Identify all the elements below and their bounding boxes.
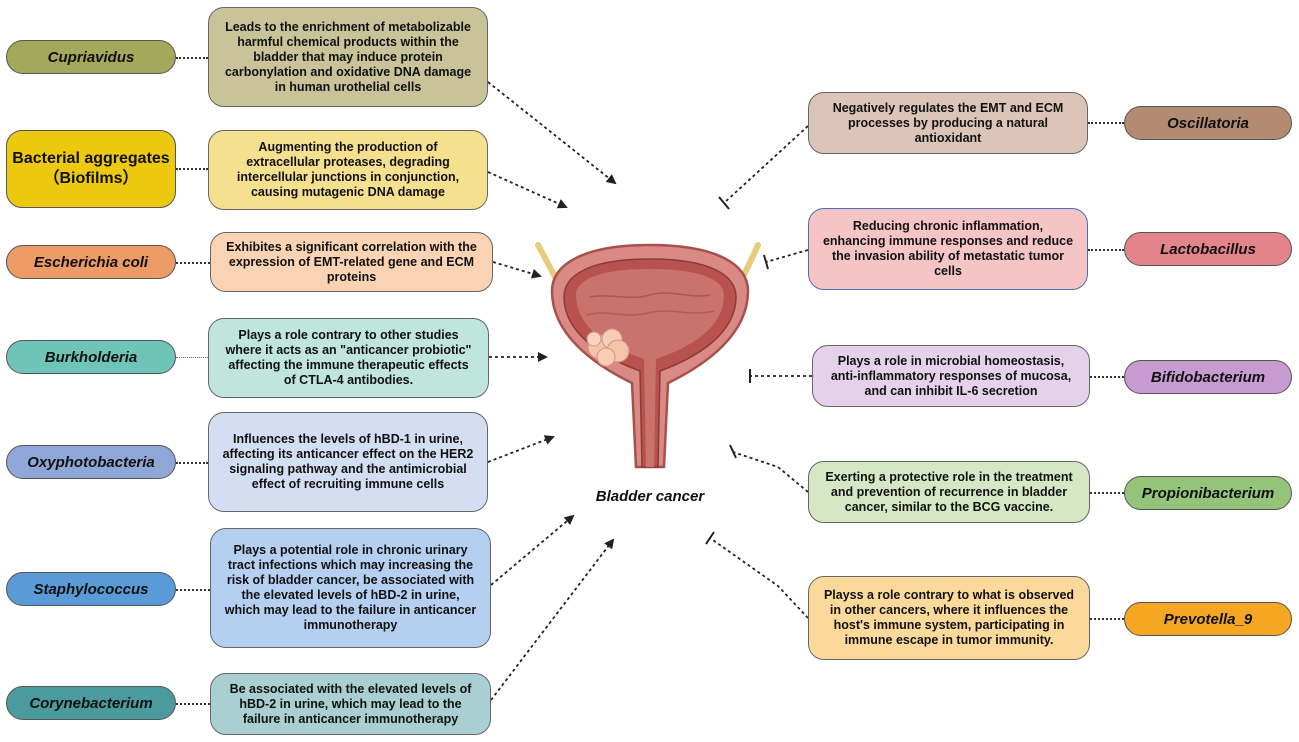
pill-propionibacterium: Propionibacterium <box>1124 476 1292 510</box>
pill-label: Cupriavidus <box>47 48 135 66</box>
box-oscillatoria: Negatively regulates the EMT and ECM pro… <box>808 92 1088 154</box>
pill-bifidobacterium: Bifidobacterium <box>1124 360 1292 394</box>
box-bifidobacterium: Plays a role in microbial homeostasis, a… <box>812 345 1090 407</box>
tumor-icon <box>586 328 630 367</box>
dotted-connector <box>176 262 210 264</box>
box-text: Augmenting the production of extracellul… <box>236 140 460 199</box>
box-text: Plays a potential role in chronic urinar… <box>224 543 477 632</box>
pill-label: Escherichia coli <box>33 253 149 271</box>
box-text: Playss a role contrary to what is observ… <box>823 588 1075 647</box>
pill-escherichia-coli: Escherichia coli <box>6 245 176 279</box>
pill-label: Corynebacterium <box>29 694 153 712</box>
arrow-cupriavidus <box>487 81 617 185</box>
dotted-connector <box>176 168 208 170</box>
pill-oxyphotobacteria: Oxyphotobacteria <box>6 445 176 479</box>
box-text: Plays a role in microbial homeostasis, a… <box>830 353 1072 398</box>
pill-label: Staphylococcus <box>33 580 149 598</box>
dotted-connector <box>1090 492 1124 494</box>
bladder-cancer-label: Bladder cancer <box>595 488 705 505</box>
box-lactobacillus: Reducing chronic inflammation, enhancing… <box>808 208 1088 290</box>
bladder-illustration <box>535 242 761 469</box>
box-text: Influences the levels of hBD-1 in urine,… <box>222 432 474 491</box>
box-biofilms: Augmenting the production of extracellul… <box>208 130 488 210</box>
tbar-prevotella <box>705 531 715 545</box>
pill-label: Oscillatoria <box>1167 114 1249 132</box>
pill-lactobacillus: Lactobacillus <box>1124 232 1292 266</box>
box-propionibacterium: Exerting a protective role in the treatm… <box>808 461 1090 523</box>
pill-label: Bifidobacterium <box>1150 368 1266 386</box>
dotted-connector <box>1088 122 1124 124</box>
box-oxyphotobacteria: Influences the levels of hBD-1 in urine,… <box>208 412 488 512</box>
box-text: Be associated with the elevated levels o… <box>229 681 472 726</box>
pill-cupriavidus: Cupriavidus <box>6 40 176 74</box>
arrow-ecoli <box>492 261 542 279</box>
box-text: Exhibites a significant correlation with… <box>226 239 477 284</box>
box-text: Leads to the enrichment of metabolizable… <box>224 19 472 94</box>
box-cupriavidus: Leads to the enrichment of metabolizable… <box>208 7 488 107</box>
box-prevotella-9: Playss a role contrary to what is observ… <box>808 576 1090 660</box>
arrow-corynebacterium <box>490 538 615 701</box>
dotted-connector <box>176 589 210 591</box>
inhibit-prevotella <box>709 537 809 619</box>
dotted-connector <box>1090 618 1124 620</box>
dotted-connector <box>1090 376 1124 378</box>
box-staphylococcus: Plays a potential role in chronic urinar… <box>210 528 491 648</box>
pill-label: Burkholderia <box>44 348 138 366</box>
pill-staphylococcus: Staphylococcus <box>6 572 176 606</box>
dotted-connector <box>1088 249 1124 251</box>
pill-label: Lactobacillus <box>1160 240 1256 258</box>
tbar-lactobacillus <box>763 254 769 270</box>
dotted-connector <box>176 57 208 59</box>
arrow-biofilms <box>487 171 568 209</box>
box-corynebacterium: Be associated with the elevated levels o… <box>210 673 491 735</box>
pill-oscillatoria: Oscillatoria <box>1124 106 1292 140</box>
pill-label-line2: （Biofilms） <box>43 170 139 187</box>
tbar-oscillatoria <box>718 196 730 210</box>
inhibit-oscillatoria <box>723 125 809 204</box>
dotted-connector <box>176 357 208 358</box>
tbar-propionibacterium <box>729 444 737 459</box>
box-burkholderia: Plays a role contrary to other studies w… <box>208 318 489 398</box>
inhibit-lactobacillus <box>765 249 809 263</box>
pill-corynebacterium: Corynebacterium <box>6 686 176 720</box>
arrow-staphylococcus <box>490 514 575 586</box>
pill-biofilms: Bacterial aggregates （Biofilms） <box>6 130 176 208</box>
pill-label: Oxyphotobacteria <box>27 453 155 471</box>
inhibit-propionibacterium <box>732 451 809 493</box>
box-escherichia-coli: Exhibites a significant correlation with… <box>210 232 493 292</box>
box-text: Exerting a protective role in the treatm… <box>825 469 1073 514</box>
dotted-connector <box>176 462 208 464</box>
box-text: Plays a role contrary to other studies w… <box>225 328 472 387</box>
pill-prevotella-9: Prevotella_9 <box>1124 602 1292 636</box>
box-text: Negatively regulates the EMT and ECM pro… <box>832 100 1064 145</box>
pill-label: Prevotella_9 <box>1163 610 1253 628</box>
pill-label-line1: Bacterial aggregates <box>12 150 170 167</box>
box-text: Reducing chronic inflammation, enhancing… <box>822 219 1074 278</box>
dotted-connector <box>176 703 210 705</box>
pill-label: Propionibacterium <box>1141 484 1275 502</box>
pill-burkholderia: Burkholderia <box>6 340 176 374</box>
